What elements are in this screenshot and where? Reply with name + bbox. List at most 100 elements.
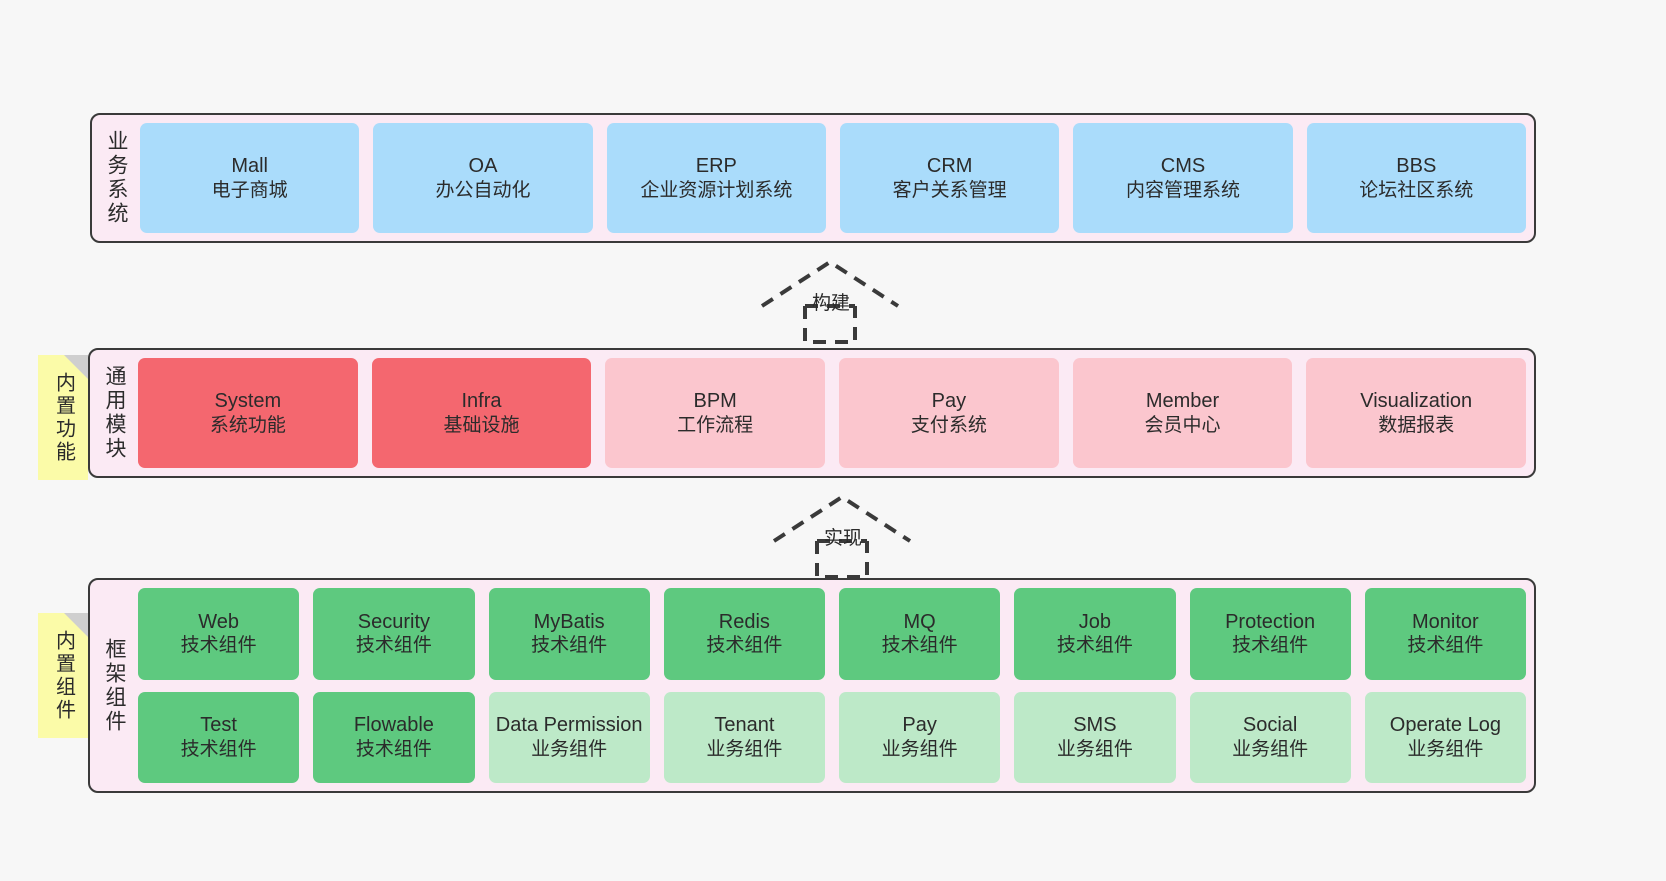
cell-title: Social [1242,714,1298,737]
cell-subtitle: 技术组件 [180,635,257,657]
cell-title: CMS [1160,155,1206,178]
sticky-note-label: 内置功能 [52,371,75,464]
cell-title: Operate Log [1389,714,1501,737]
cell-subtitle: 工作流程 [677,414,754,436]
cell-monitor[interactable]: Monitor 技术组件 [1364,588,1526,680]
cell-subtitle: 技术组件 [706,635,783,657]
cell-title: CRM [926,155,973,178]
cell-mall[interactable]: Mall 电子商城 [140,123,360,233]
cell-row: Mall 电子商城 OA 办公自动化 ERP 企业资源计划系统 CRM 客户关系… [140,123,1526,233]
cell-crm[interactable]: CRM 客户关系管理 [839,123,1060,233]
cell-title: Pay [931,390,967,413]
cell-subtitle: 系统功能 [209,414,286,436]
cell-title: OA [468,155,498,178]
cell-subtitle: 电子商城 [211,179,288,201]
cell-pay-component[interactable]: Pay 业务组件 [839,691,1001,783]
cell-subtitle: 基础设施 [443,414,520,436]
sticky-note-builtin-feature: 内置功能 [38,355,88,480]
cell-protection[interactable]: Protection 技术组件 [1189,588,1351,680]
cell-data-permission[interactable]: Data Permission 业务组件 [488,691,650,783]
cell-title: System [214,390,282,413]
cell-title: Security [357,610,430,633]
cell-subtitle: 支付系统 [910,414,987,436]
cell-bbs[interactable]: BBS 论坛社区系统 [1306,123,1526,233]
cell-row: System 系统功能 Infra 基础设施 BPM 工作流程 Pay 支付系统… [138,358,1527,468]
cell-subtitle: 技术组件 [355,635,432,657]
cell-system[interactable]: System 系统功能 [138,358,358,468]
cell-title: Pay [902,714,937,737]
cell-title: Redis [718,610,770,633]
cell-erp[interactable]: ERP 企业资源计划系统 [606,123,826,233]
cell-subtitle: 技术组件 [1232,635,1309,657]
cell-subtitle: 业务组件 [1407,738,1484,760]
cell-title: ERP [695,155,737,178]
layer-cells-framework: Web 技术组件 Security 技术组件 MyBatis 技术组件 Redi… [138,588,1526,783]
cell-bpm[interactable]: BPM 工作流程 [605,358,826,468]
cell-subtitle: 办公自动化 [435,179,531,201]
cell-title: Monitor [1412,610,1479,633]
connector-build-label: 构建 [812,293,851,314]
cell-subtitle: 业务组件 [1056,738,1133,760]
cell-member[interactable]: Member 会员中心 [1072,358,1293,468]
cell-title: Job [1078,610,1111,633]
cell-title: SMS [1073,714,1117,737]
cell-row: Test 技术组件 Flowable 技术组件 Data Permission … [138,691,1526,783]
sticky-note-label: 内置组件 [52,629,75,722]
cell-row: Web 技术组件 Security 技术组件 MyBatis 技术组件 Redi… [138,588,1526,680]
cell-subtitle: 技术组件 [1407,635,1484,657]
cell-subtitle: 技术组件 [355,738,432,760]
cell-security[interactable]: Security 技术组件 [313,588,475,680]
cell-subtitle: 客户关系管理 [892,179,1007,201]
cell-title: Web [198,610,239,633]
cell-title: Member [1145,390,1220,413]
cell-test[interactable]: Test 技术组件 [138,691,300,783]
generalization-arrow-icon [760,259,900,344]
cell-flowable[interactable]: Flowable 技术组件 [313,691,475,783]
cell-subtitle: 技术组件 [531,635,608,657]
cell-subtitle: 数据报表 [1378,414,1455,436]
cell-web[interactable]: Web 技术组件 [138,588,300,680]
layer-title-framework: 框架组件 [103,637,127,734]
cell-social[interactable]: Social 业务组件 [1189,691,1351,783]
generalization-arrow-icon [772,494,912,579]
layer-framework-components: 框架组件 Web 技术组件 Security 技术组件 MyBatis 技术组件… [88,578,1536,793]
cell-title: MyBatis [533,610,605,633]
layer-title-modules: 通用模块 [103,365,127,461]
cell-title: Flowable [353,714,434,737]
layer-common-modules: 通用模块 System 系统功能 Infra 基础设施 BPM 工作流程 Pay… [88,348,1536,478]
cell-visualization[interactable]: Visualization 数据报表 [1306,358,1527,468]
cell-subtitle: 业务组件 [531,738,608,760]
cell-job[interactable]: Job 技术组件 [1014,588,1176,680]
layer-cells-modules: System 系统功能 Infra 基础设施 BPM 工作流程 Pay 支付系统… [138,358,1527,468]
cell-title: Protection [1225,610,1316,633]
cell-subtitle: 技术组件 [1056,635,1133,657]
cell-subtitle: 会员中心 [1144,414,1221,436]
cell-title: Data Permission [495,714,643,737]
cell-title: Tenant [714,714,775,737]
cell-operate-log[interactable]: Operate Log 业务组件 [1364,691,1526,783]
cell-tenant[interactable]: Tenant 业务组件 [663,691,825,783]
layer-title-business: 业务系统 [105,130,129,226]
cell-infra[interactable]: Infra 基础设施 [371,358,592,468]
cell-cms[interactable]: CMS 内容管理系统 [1073,123,1293,233]
cell-sms[interactable]: SMS 业务组件 [1014,691,1176,783]
cell-subtitle: 业务组件 [1232,738,1309,760]
connector-build: 构建 [760,258,900,344]
layer-cells-business: Mall 电子商城 OA 办公自动化 ERP 企业资源计划系统 CRM 客户关系… [140,123,1526,233]
layer-business-system: 业务系统 Mall 电子商城 OA 办公自动化 ERP 企业资源计划系统 CRM… [90,113,1536,243]
cell-oa[interactable]: OA 办公自动化 [373,123,593,233]
cell-mybatis[interactable]: MyBatis 技术组件 [488,588,650,680]
cell-redis[interactable]: Redis 技术组件 [663,588,825,680]
sticky-note-builtin-component: 内置组件 [38,613,88,738]
cell-title: Test [200,714,237,737]
cell-title: BPM [693,390,737,413]
cell-subtitle: 企业资源计划系统 [640,179,793,201]
cell-mq[interactable]: MQ 技术组件 [839,588,1001,680]
cell-pay[interactable]: Pay 支付系统 [839,358,1059,468]
cell-subtitle: 技术组件 [180,738,257,760]
cell-subtitle: 业务组件 [706,738,783,760]
cell-title: Visualization [1360,390,1473,413]
cell-title: Infra [461,390,502,413]
connector-implement: 实现 [772,493,912,579]
cell-subtitle: 论坛社区系统 [1359,179,1474,201]
